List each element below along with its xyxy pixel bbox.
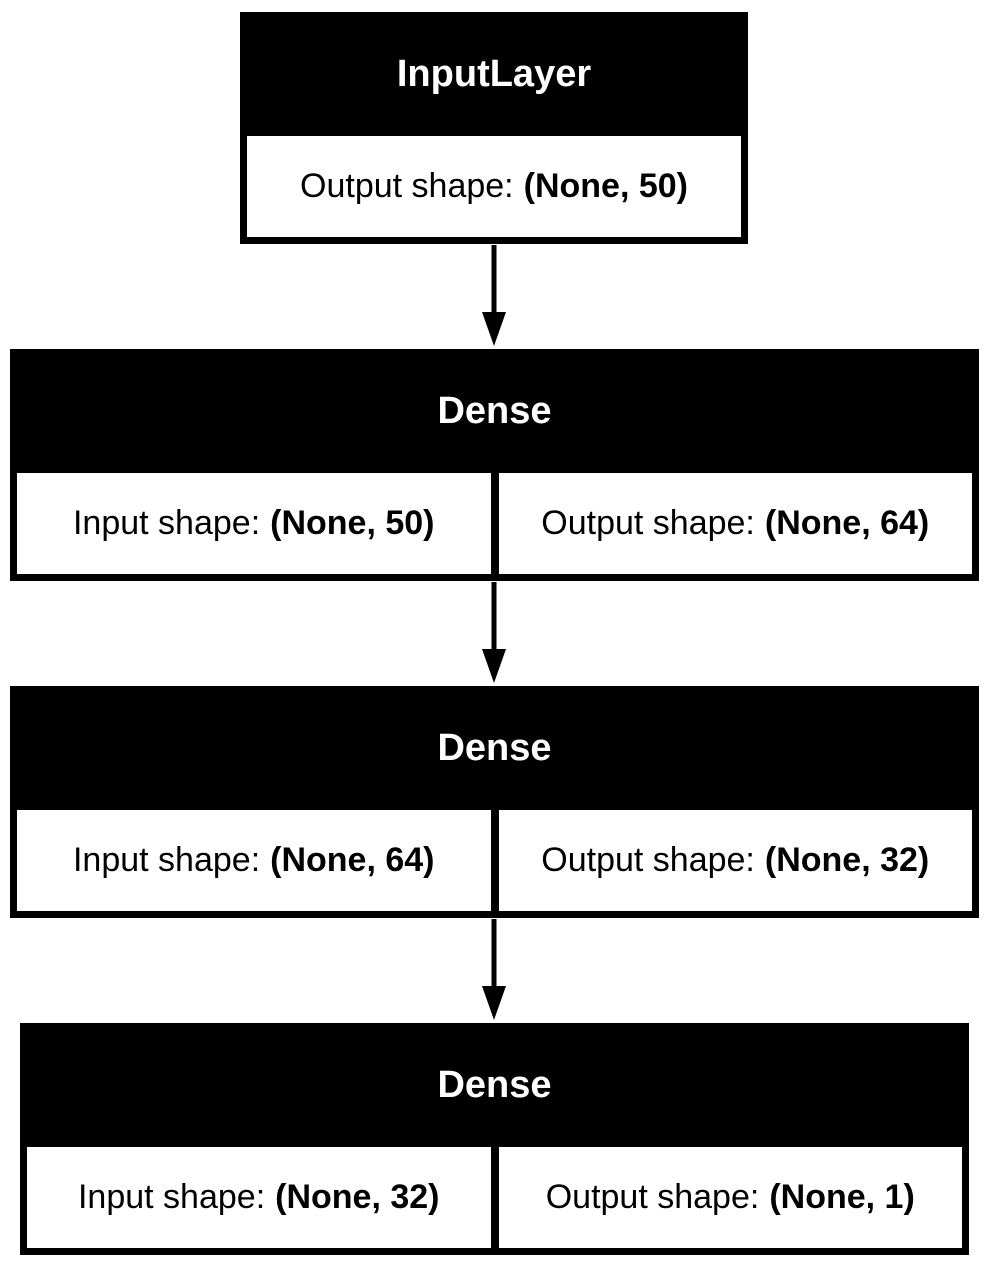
layer-shapes: Input shape: (None, 64) Output shape: (N… [17,810,972,911]
output-shape-label: Output shape: [541,841,755,879]
output-shape-cell: Output shape: (None, 1) [498,1147,962,1248]
output-shape-cell: Output shape: (None, 32) [498,810,972,911]
input-shape-label: Input shape: [72,504,261,542]
layer-title: Dense [437,1063,552,1106]
layer-node-dense-1: Dense Input shape: (None, 50) Output sha… [10,349,979,581]
layer-shapes: Output shape: (None, 50) [247,136,741,237]
output-shape-label: Output shape: [300,167,514,205]
input-shape-value: (None, 50) [270,504,435,542]
layer-shapes: Input shape: (None, 32) Output shape: (N… [27,1147,962,1248]
output-shape-cell: Output shape: (None, 64) [498,473,972,574]
layer-node-input: InputLayer Output shape: (None, 50) [240,12,748,244]
layer-title: Dense [437,389,552,432]
arrowhead-icon [482,986,506,1020]
output-shape-value: (None, 50) [523,167,688,205]
output-shape-value: (None, 1) [769,1178,915,1216]
layer-title: Dense [437,726,552,769]
output-shape-value: (None, 64) [764,504,930,542]
input-shape-cell: Input shape: (None, 50) [17,473,491,574]
arrowhead-icon [482,649,506,683]
edge-dense-2-to-dense-3 [482,919,506,1020]
input-shape-label: Input shape: [77,1178,266,1216]
layer-node-dense-2: Dense Input shape: (None, 64) Output sha… [10,686,979,918]
input-shape-label: Input shape: [72,841,261,879]
input-shape-cell: Input shape: (None, 32) [27,1147,491,1248]
edge-dense-1-to-dense-2 [482,582,506,683]
output-shape-cell: Output shape: (None, 50) [247,136,741,237]
arrowhead-icon [482,312,506,346]
layer-shapes: Input shape: (None, 50) Output shape: (N… [17,473,972,574]
input-shape-value: (None, 32) [275,1178,440,1216]
input-shape-value: (None, 64) [270,841,435,879]
output-shape-label: Output shape: [545,1178,760,1216]
layer-node-dense-3: Dense Input shape: (None, 32) Output sha… [20,1023,969,1255]
output-shape-value: (None, 32) [764,841,930,879]
layer-title: InputLayer [396,52,592,95]
output-shape-label: Output shape: [541,504,755,542]
input-shape-cell: Input shape: (None, 64) [17,810,491,911]
edge-input-to-dense-1 [482,245,506,346]
